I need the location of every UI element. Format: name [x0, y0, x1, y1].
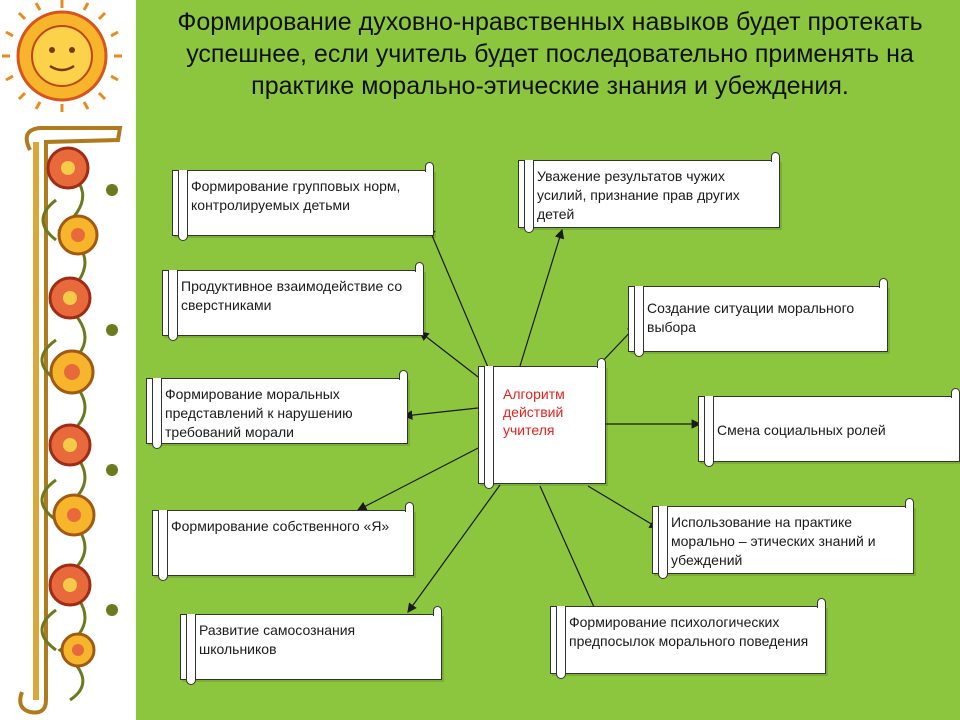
node-label: Развитие самосознания школьников [199, 622, 356, 657]
node-prerequisites: Формирование психологических предпосылок… [550, 598, 826, 679]
node-social-roles: Смена социальных ролей [698, 388, 960, 467]
node-moral-choice: Создание ситуации морального выбора [628, 278, 888, 357]
ornament-border [0, 0, 136, 720]
node-center-algorithm: Алгоритм действий учителя [478, 358, 606, 489]
node-label: Продуктивное взаимодействие со сверстник… [181, 278, 403, 313]
node-productive: Продуктивное взаимодействие со сверстник… [162, 262, 424, 341]
node-moral-ideas: Формирование моральных представлений к н… [146, 370, 408, 449]
node-label: Уважение результатов чужих усилий, призн… [537, 168, 740, 222]
sun-icon [2, 0, 122, 112]
node-label: Формирование моральных представлений к н… [165, 386, 353, 440]
node-label: Формирование психологических предпосылок… [569, 614, 809, 649]
slide-title: Формирование духовно-нравственных навыко… [177, 8, 923, 100]
node-group-norms: Формирование групповых норм, контролируе… [172, 162, 434, 241]
node-self-awareness: Развитие самосознания школьников [180, 606, 442, 685]
node-label: Формирование собственного «Я» [171, 518, 390, 534]
node-practice: Использование на практике морально – эти… [652, 498, 914, 579]
floral-column-icon [18, 126, 123, 715]
node-label: Использование на практике морально – эти… [671, 514, 876, 568]
center-label: Алгоритм действий учителя [503, 386, 565, 438]
node-respect: Уважение результатов чужих усилий, призн… [518, 152, 780, 233]
node-label: Формирование групповых норм, контролируе… [191, 178, 401, 213]
node-label: Смена социальных ролей [717, 422, 886, 438]
node-own-self: Формирование собственного «Я» [152, 502, 414, 581]
node-label: Создание ситуации морального выбора [647, 300, 855, 335]
